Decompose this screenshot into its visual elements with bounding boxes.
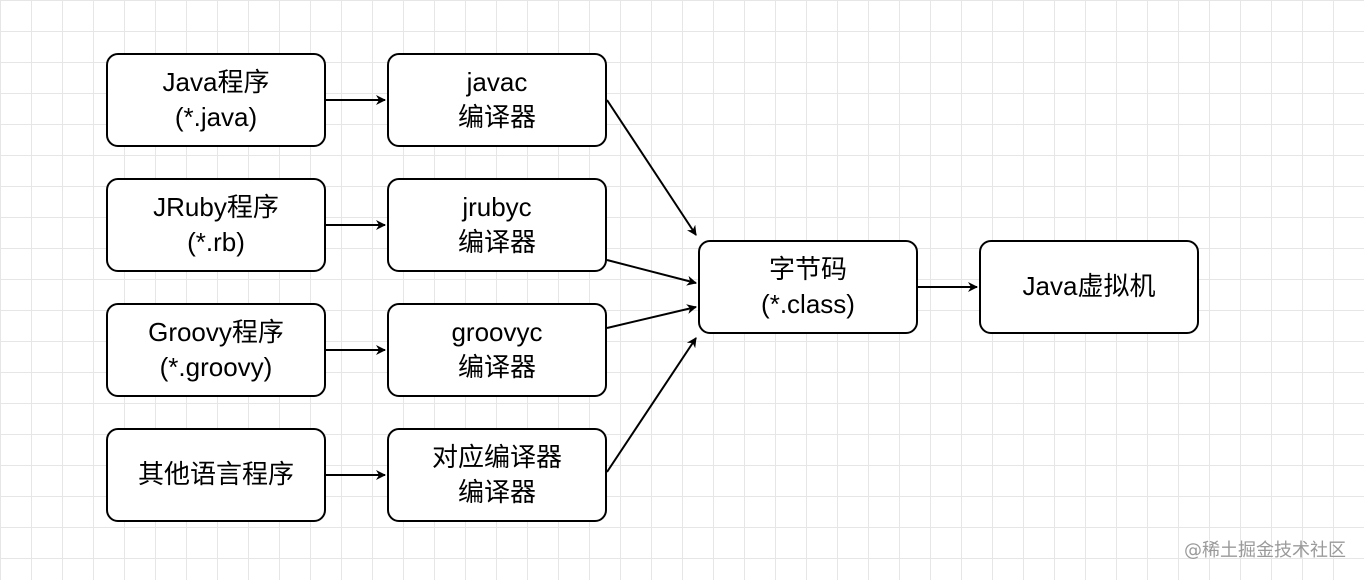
node-javac-compiler-line1: javac: [466, 66, 528, 97]
node-groovyc-compiler-line1: groovyc: [451, 316, 543, 347]
node-java-program: Java程序 (*.java): [106, 53, 326, 147]
node-other-compiler: 对应编译器 编译器: [387, 428, 607, 522]
node-other-compiler-line2: 编译器: [457, 477, 536, 507]
node-groovy-program-line2: (*.groovy): [159, 352, 273, 382]
node-other-compiler-line1: 对应编译器: [431, 441, 562, 472]
node-other-program-line1: 其他语言程序: [137, 459, 294, 490]
node-bytecode: 字节码 (*.class): [698, 240, 918, 334]
node-groovyc-compiler-line2: 编译器: [457, 352, 536, 382]
node-jrubyc-compiler-line1: jrubyc: [462, 191, 532, 222]
node-groovy-program: Groovy程序 (*.groovy): [106, 303, 326, 397]
arrow-javac-to-bytecode: [606, 99, 697, 236]
node-other-program: 其他语言程序: [106, 428, 326, 522]
arrow-compiler-to-bytecode: [606, 337, 697, 473]
node-java-program-line2: (*.java): [174, 102, 258, 132]
node-jruby-program-line1: JRuby程序: [153, 191, 279, 222]
node-jruby-program: JRuby程序 (*.rb): [106, 178, 326, 272]
node-jvm-line1: Java虚拟机: [1022, 271, 1156, 302]
node-groovy-program-line1: Groovy程序: [148, 316, 284, 347]
node-jrubyc-compiler-line2: 编译器: [457, 227, 536, 257]
arrow-jrubyc-to-bytecode: [606, 259, 697, 286]
node-jrubyc-compiler: jrubyc 编译器: [387, 178, 607, 272]
node-jruby-program-line2: (*.rb): [187, 227, 245, 257]
node-bytecode-line1: 字节码: [768, 253, 847, 284]
node-javac-compiler-line2: 编译器: [457, 102, 536, 132]
node-bytecode-line2: (*.class): [761, 289, 855, 319]
node-groovyc-compiler: groovyc 编译器: [387, 303, 607, 397]
node-jvm: Java虚拟机: [979, 240, 1199, 334]
node-javac-compiler: javac 编译器: [387, 53, 607, 147]
watermark-label: @稀土掘金技术社区: [1184, 540, 1346, 561]
arrow-groovyc-to-bytecode: [606, 304, 697, 329]
node-java-program-line1: Java程序: [162, 66, 270, 97]
